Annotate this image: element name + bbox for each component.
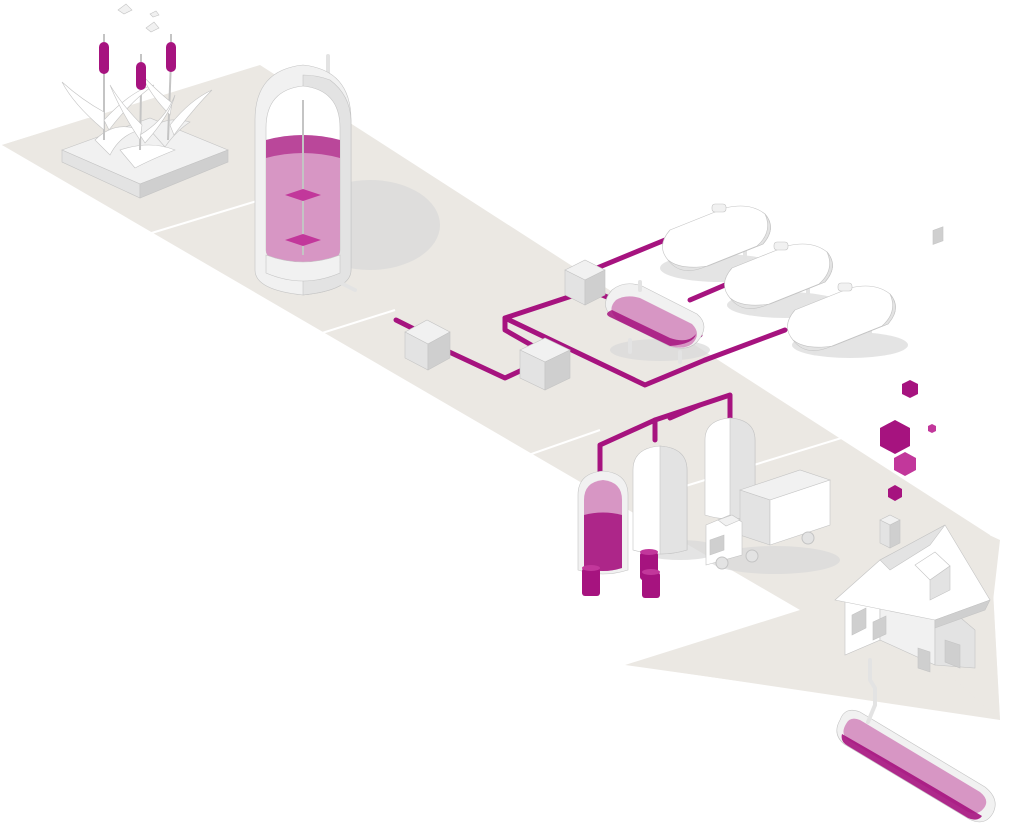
storage-tank-c <box>787 282 908 358</box>
silo-2 <box>632 445 720 560</box>
smoke-hexagons <box>880 380 936 501</box>
silo-1-glass <box>577 470 629 575</box>
ground-strip-main <box>2 65 1000 720</box>
fermenter-tank-icon <box>254 54 440 296</box>
delivery-truck <box>705 469 840 574</box>
underground-tank-icon <box>836 703 996 823</box>
silo-and-truck-icon <box>577 392 840 598</box>
storage-tanks-icon <box>605 203 908 364</box>
processing-cube-3 <box>564 259 606 306</box>
house-icon <box>834 226 1000 720</box>
processing-units-icon <box>393 237 788 391</box>
processing-cube-2 <box>519 337 571 391</box>
reed-plants-icon <box>61 3 229 199</box>
storage-tank-glass <box>605 280 710 364</box>
processing-cube-1 <box>404 319 451 371</box>
barrels <box>582 549 660 598</box>
